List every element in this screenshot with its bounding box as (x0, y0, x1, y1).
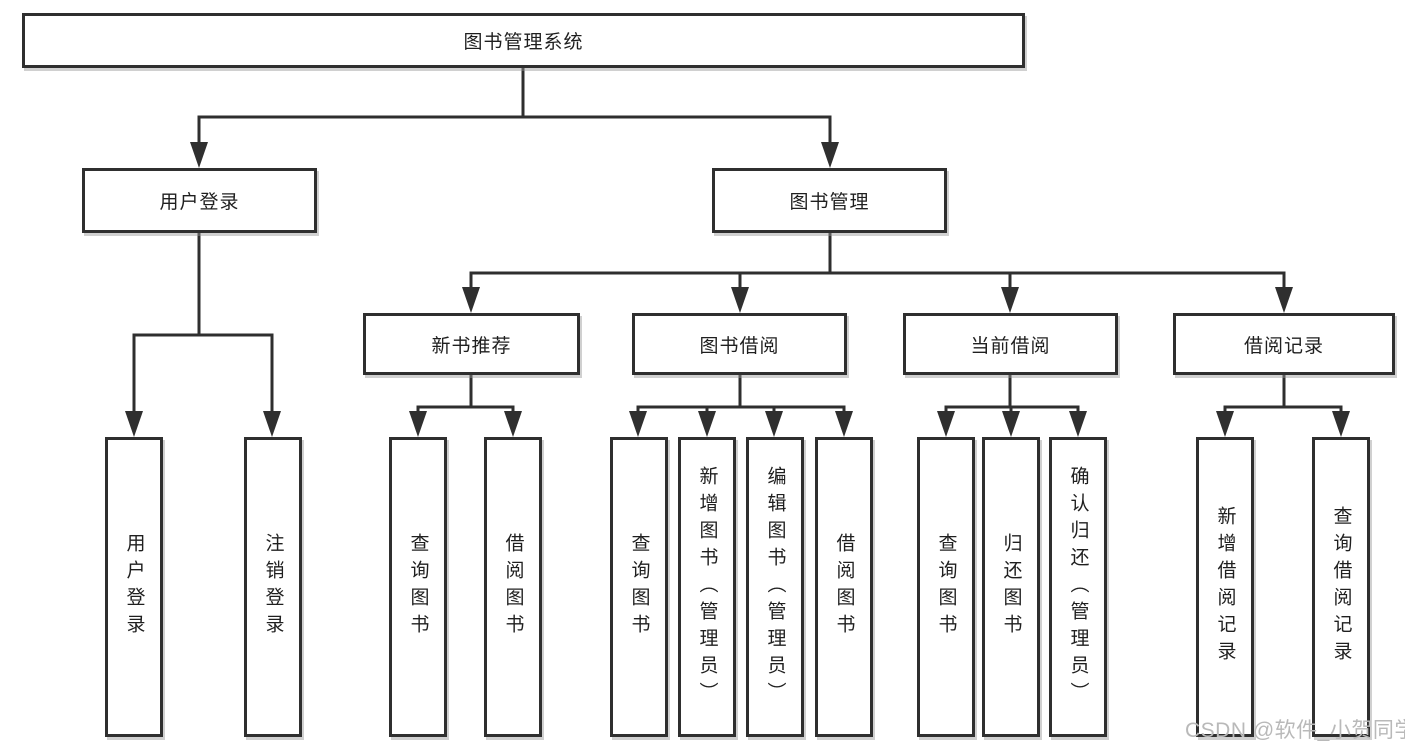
leaf-add-borrow-record: 新增借阅记录 (1196, 437, 1254, 737)
leaf-query-books-recommend: 查询图书 (389, 437, 447, 737)
leaf-edit-books-admin: 编辑图书（管理员） (746, 437, 804, 737)
leaf-add-books-admin: 新增图书（管理员） (678, 437, 736, 737)
node-borrow-records: 借阅记录 (1173, 313, 1395, 375)
leaf-confirm-return-admin: 确认归还（管理员） (1049, 437, 1107, 737)
leaf-borrow-books-recommend: 借阅图书 (484, 437, 542, 737)
leaf-borrow-books: 借阅图书 (815, 437, 873, 737)
node-root: 图书管理系统 (22, 13, 1025, 68)
leaf-return-books: 归还图书 (982, 437, 1040, 737)
node-user-login: 用户登录 (82, 168, 317, 233)
csdn-watermark: CSDN @软件_小贺同学 (1185, 719, 1405, 742)
leaf-query-borrow-record: 查询借阅记录 (1312, 437, 1370, 737)
node-book-borrow: 图书借阅 (632, 313, 847, 375)
leaf-query-books-current: 查询图书 (917, 437, 975, 737)
leaf-query-books-borrow: 查询图书 (610, 437, 668, 737)
leaf-user-login: 用户登录 (105, 437, 163, 737)
node-book-management: 图书管理 (712, 168, 947, 233)
leaf-logout: 注销登录 (244, 437, 302, 737)
node-new-book-recommend: 新书推荐 (363, 313, 580, 375)
node-current-borrow: 当前借阅 (903, 313, 1118, 375)
